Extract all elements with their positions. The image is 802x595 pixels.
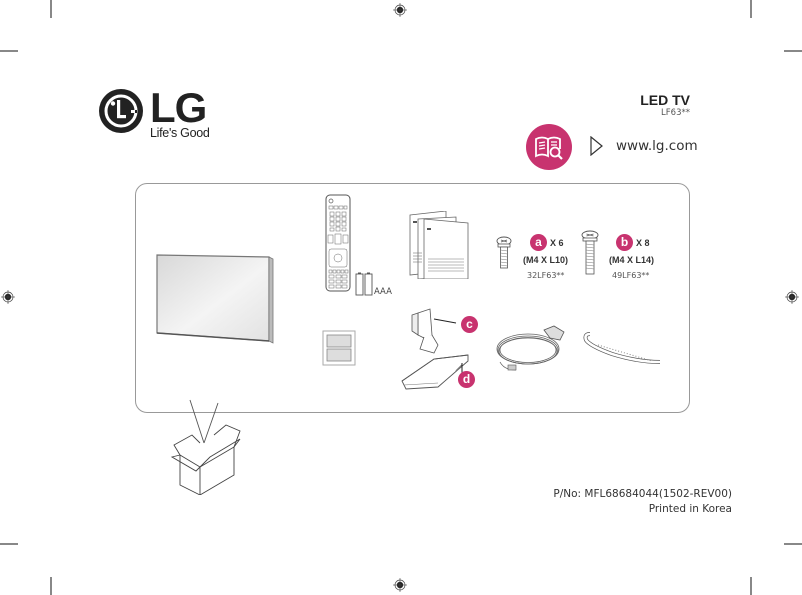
play-outline-icon [590, 136, 603, 156]
screw-b-icon [581, 230, 599, 275]
cable-tie-icon [583, 332, 661, 364]
crop-mark-bottom-left-v [50, 577, 52, 595]
remote-control-icon [325, 194, 351, 292]
manuals-icon [409, 211, 469, 279]
batteries-label: AAA [374, 287, 392, 297]
product-model: LF63** [661, 108, 690, 118]
screw-b-quantity: X 8 [636, 238, 650, 248]
printed-in: Printed in Korea [648, 503, 732, 515]
package-contents-box [135, 183, 690, 413]
badge-c: c [461, 316, 478, 333]
lg-logo-icon [99, 89, 143, 133]
product-title: LED TV [640, 92, 690, 108]
website-link[interactable]: www.lg.com [616, 138, 698, 154]
crop-mark-top-left-h [0, 50, 18, 52]
badge-b: b [616, 234, 633, 251]
registration-mark-left-icon [1, 290, 15, 304]
screw-a-spec: (M4 X L10) [523, 255, 569, 265]
screw-b-spec: (M4 X L14) [609, 255, 655, 265]
cable-holder-icon [322, 330, 356, 366]
registration-mark-bottom-icon [393, 578, 407, 592]
power-cord-icon [496, 325, 565, 371]
crop-mark-top-right-v [750, 0, 752, 18]
lg-wordmark: LG [150, 84, 207, 131]
crop-mark-bottom-left-h [0, 543, 18, 545]
registration-mark-top-icon [393, 3, 407, 17]
screw-b-model: 49LF63** [612, 271, 650, 280]
screw-a-quantity: X 6 [550, 238, 564, 248]
screw-a-model: 32LF63** [527, 271, 565, 280]
screw-a-icon [496, 236, 512, 269]
badge-d: d [458, 371, 475, 388]
brand-tagline: Life's Good [150, 126, 210, 140]
crop-mark-bottom-right-h [784, 543, 802, 545]
manual-magnifier-icon [526, 124, 572, 170]
batteries-icon [355, 272, 373, 296]
crop-mark-top-right-h [784, 50, 802, 52]
registration-mark-right-icon [785, 290, 799, 304]
badge-a: a [530, 234, 547, 251]
stand-icon [401, 308, 469, 390]
part-number: P/No: MFL68684044(1502-REV00) [553, 488, 732, 500]
tv-illustration-icon [156, 254, 274, 344]
box-icon [170, 399, 241, 495]
crop-mark-top-left-v [50, 0, 52, 18]
crop-mark-bottom-right-v [750, 577, 752, 595]
